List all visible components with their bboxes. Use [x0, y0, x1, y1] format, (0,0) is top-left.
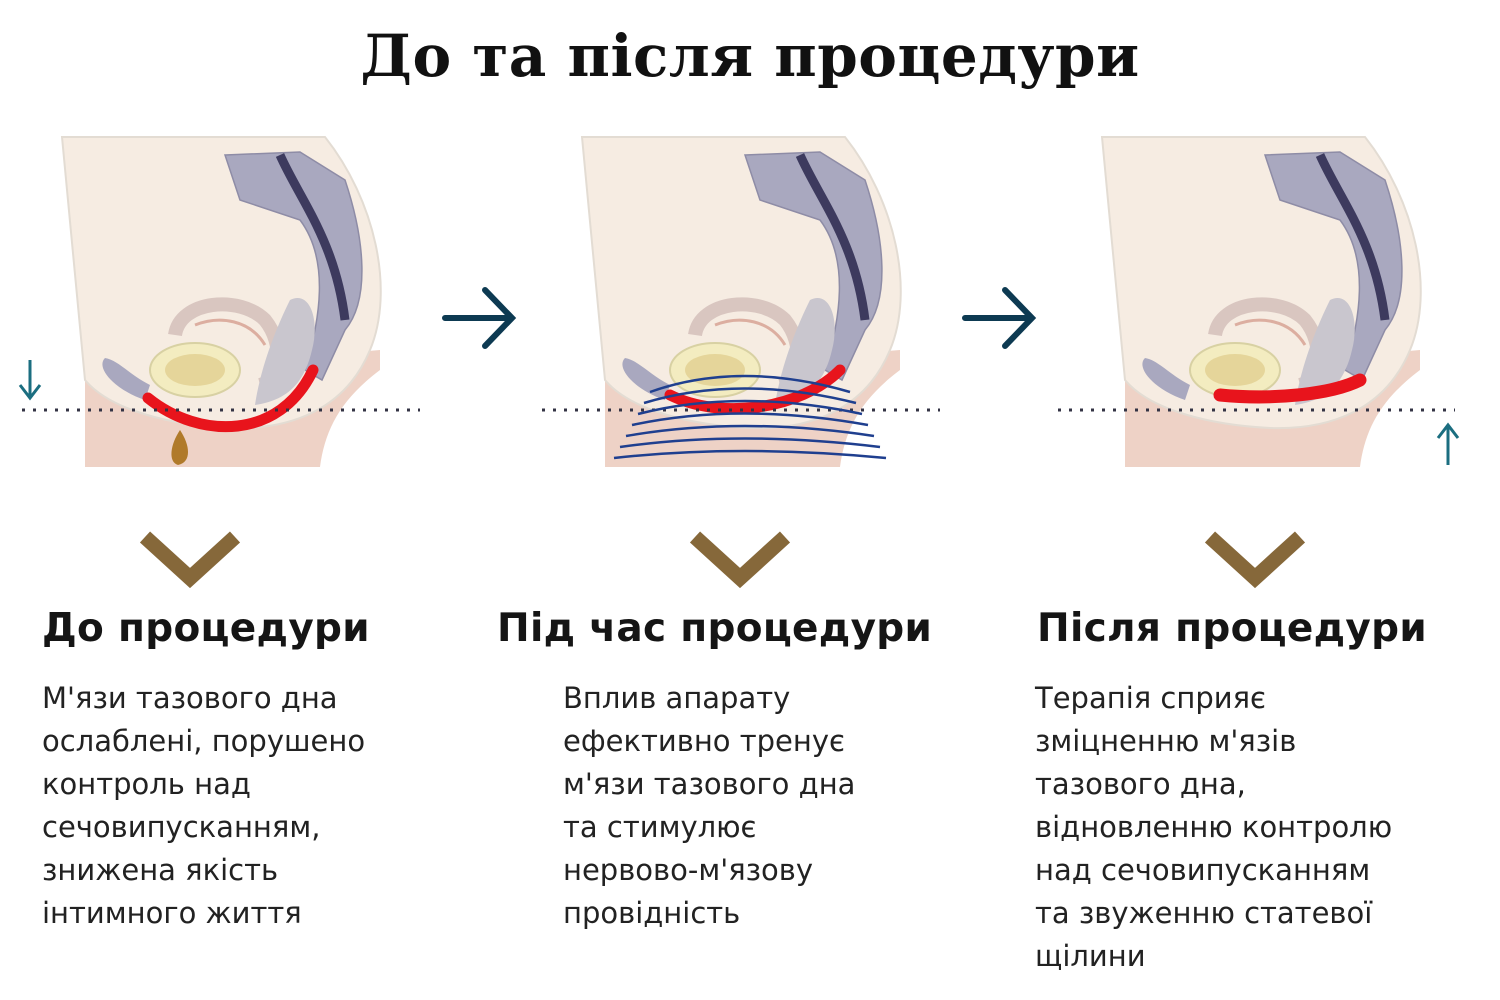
- stimulation-wave: [613, 449, 887, 460]
- description-line: провідність: [563, 896, 741, 930]
- chevron-down-icon: [1204, 531, 1306, 589]
- heading-during: Під час процедури: [497, 606, 933, 651]
- pubic-bone-shape: [1142, 358, 1190, 400]
- spine-sacrum-shape: [223, 151, 363, 382]
- rectum-shape: [1295, 298, 1355, 405]
- description-line: М'язи тазового дна: [42, 681, 338, 715]
- description-before: М'язи тазового дна ослаблені, порушено к…: [42, 677, 365, 935]
- spinal-canal-shape: [275, 153, 350, 321]
- bladder-inner-shape: [685, 354, 745, 386]
- description-line: інтимного життя: [42, 896, 302, 930]
- description-during: Вплив апарату ефективно тренує м'язи таз…: [563, 677, 855, 935]
- description-line: щілини: [1035, 939, 1146, 973]
- description-line: тазового дна,: [1035, 767, 1246, 801]
- stimulation-wave: [637, 399, 863, 416]
- arrow-down-icon: [18, 360, 42, 401]
- pelvis-illustration-after: [1058, 136, 1460, 467]
- pelvis-illustration-before: [18, 136, 420, 467]
- arrow-right-icon: [442, 287, 517, 349]
- page-title: До та після процедури: [360, 22, 1140, 90]
- illustrations: [18, 136, 1460, 589]
- bladder-inner-shape: [1205, 354, 1265, 386]
- leak-drop-icon: [171, 430, 188, 465]
- description-line: відновленню контролю: [1035, 810, 1393, 844]
- description-line: знижена якість: [42, 853, 279, 887]
- description-line: ефективно тренує: [563, 724, 845, 758]
- stimulation-wave: [619, 437, 881, 449]
- spine-sacrum-shape: [743, 151, 883, 382]
- description-line: Терапія сприяє: [1035, 681, 1266, 715]
- bladder-inner-shape: [165, 354, 225, 386]
- stimulation-wave: [649, 374, 851, 394]
- uterus-cavity-shape: [194, 318, 267, 346]
- description-line: ослаблені, порушено: [42, 724, 366, 758]
- stimulation-wave: [643, 387, 857, 405]
- description-line: нервово-м'язову: [563, 853, 814, 887]
- spinal-canal-shape: [795, 153, 870, 321]
- uterus-cavity-shape: [714, 318, 787, 346]
- description-line: над сечовипусканням: [1035, 853, 1371, 887]
- arrow-right-icon: [962, 287, 1037, 349]
- rectum-shape: [255, 298, 315, 405]
- description-line: м'язи тазового дна: [563, 767, 856, 801]
- pelvis-illustration-during: [542, 136, 940, 467]
- chevron-down-icon: [139, 531, 241, 589]
- description-line: Вплив апарату: [563, 681, 791, 715]
- stimulation-wave: [625, 424, 875, 438]
- pelvic-floor-muscle: [142, 364, 319, 433]
- stimulation-wave: [631, 412, 869, 427]
- spinal-canal-shape: [1315, 153, 1390, 321]
- pubic-bone-shape: [102, 358, 150, 400]
- pelvic-floor-muscle: [664, 364, 846, 415]
- description-line: зміцненню м'язів: [1035, 724, 1297, 758]
- pelvic-floor-muscle: [1213, 373, 1367, 404]
- description-line: та звуженню статевої: [1035, 896, 1373, 930]
- chevron-down-icon: [689, 531, 791, 589]
- description-after: Терапія сприяє зміцненню м'язів тазового…: [1035, 677, 1392, 978]
- arrow-up-icon: [1436, 422, 1460, 465]
- description-line: сечовипусканням,: [42, 810, 321, 844]
- uterus-cavity-shape: [1234, 318, 1307, 346]
- heading-after: Після процедури: [1037, 606, 1427, 651]
- heading-before: До процедури: [42, 606, 370, 651]
- description-line: контроль над: [42, 767, 251, 801]
- description-line: та стимулює: [563, 810, 757, 844]
